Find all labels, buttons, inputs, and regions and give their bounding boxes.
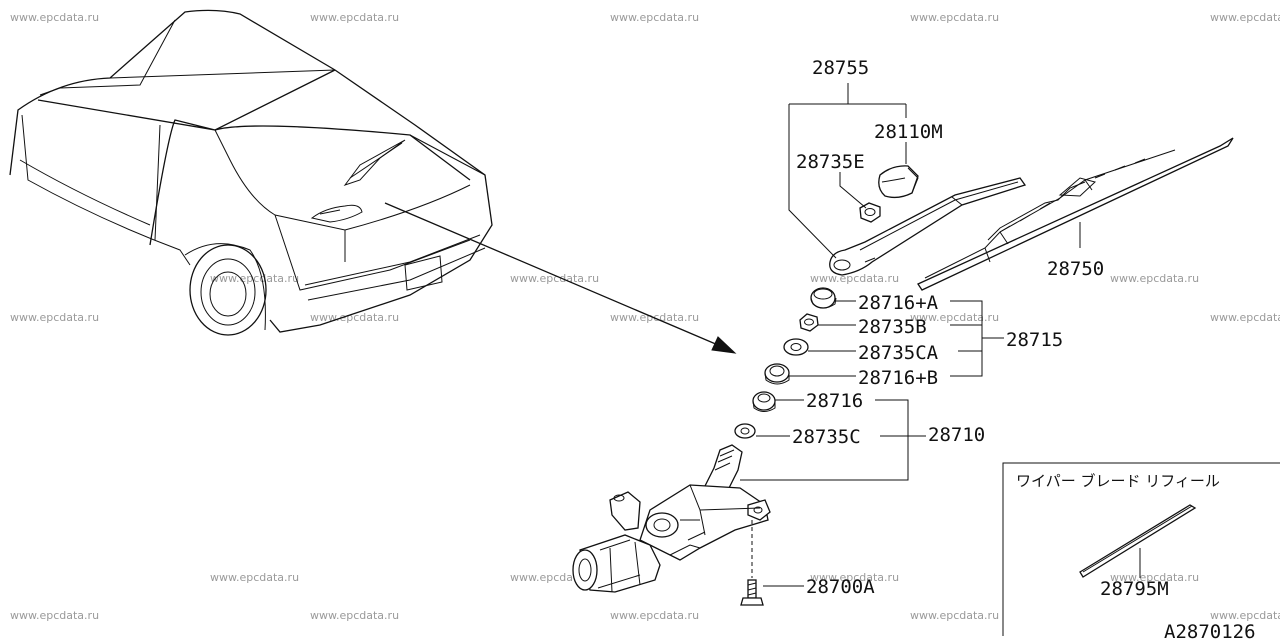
label-28795m: 28795M <box>1100 578 1169 600</box>
watermark: www.epcdata.ru <box>610 609 699 622</box>
watermark: www.epcdata.ru <box>10 609 99 622</box>
label-28750: 28750 <box>1047 258 1104 280</box>
watermark: www.epcdata.ru <box>910 11 999 24</box>
watermark: www.epcdata.ru <box>10 311 99 324</box>
label-28716-plus-b: 28716+B <box>858 367 938 389</box>
label-28735ca: 28735CA <box>858 342 939 364</box>
watermark: www.epcdata.ru <box>1110 272 1199 285</box>
arm-cap <box>878 165 919 199</box>
watermark: www.epcdata.ru <box>1110 571 1199 584</box>
wiper-arm <box>829 177 1027 276</box>
watermark: www.epcdata.ru <box>310 609 399 622</box>
watermark: www.epcdata.ru <box>810 272 899 285</box>
watermark: www.epcdata.ru <box>1210 311 1280 324</box>
watermark: www.epcdata.ru <box>210 272 299 285</box>
watermark: www.epcdata.ru <box>10 11 99 24</box>
watermark: www.epcdata.ru <box>310 11 399 24</box>
label-28710: 28710 <box>928 424 985 446</box>
watermark: www.epcdata.ru <box>810 571 899 584</box>
inset-title: ワイパー ブレード リフィール <box>1016 472 1220 490</box>
leader-lines <box>740 83 1081 587</box>
label-28110m: 28110M <box>874 121 943 143</box>
label-28735b: 28735B <box>858 316 927 338</box>
wiper-blade <box>917 137 1234 291</box>
label-28715: 28715 <box>1006 329 1063 351</box>
pointer-arrow <box>384 202 737 354</box>
label-28735e: 28735E <box>796 151 865 173</box>
label-28755: 28755 <box>812 57 869 79</box>
wiper-motor <box>572 444 771 593</box>
label-28700a: 28700A <box>806 576 875 598</box>
watermark: www.epcdata.ru <box>210 571 299 584</box>
car-illustration <box>9 9 493 336</box>
motor-bolt <box>740 520 764 606</box>
watermark: www.epcdata.ru <box>910 609 999 622</box>
watermark: www.epcdata.ru <box>1210 609 1280 622</box>
part-labels: 28755 28110M 28735E 28750 28716+A 28735B… <box>792 57 1104 598</box>
watermark-layer: www.epcdata.ru www.epcdata.ru www.epcdat… <box>10 11 1280 622</box>
seal-washer-stack <box>734 287 837 439</box>
label-28716-plus-a: 28716+A <box>858 292 939 314</box>
watermark: www.epcdata.ru <box>610 11 699 24</box>
watermark: www.epcdata.ru <box>510 272 599 285</box>
diagram-id: A2870126 <box>1164 621 1256 640</box>
watermark: www.epcdata.ru <box>910 311 999 324</box>
label-28735c: 28735C <box>792 426 861 448</box>
refill-inset: ワイパー ブレード リフィール 28795M <box>1002 462 1280 636</box>
watermark: www.epcdata.ru <box>1210 11 1280 24</box>
label-28716: 28716 <box>806 390 863 412</box>
